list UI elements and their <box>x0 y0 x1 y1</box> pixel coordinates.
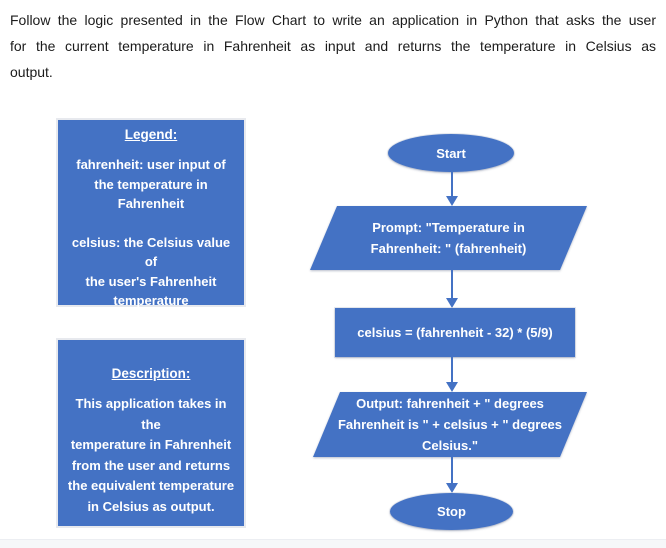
legend-title: Legend: <box>124 127 178 142</box>
flowchart-node-output: Output: fahrenheit + " degrees Fahrenhei… <box>313 392 587 457</box>
arrow-shaft <box>450 172 454 196</box>
arrow-shaft <box>450 357 454 382</box>
arrow-head-icon <box>446 298 458 308</box>
legend-box: Legend: fahrenheit: user input of the te… <box>56 118 246 308</box>
flowchart-node-prompt: Prompt: "Temperature in Fahrenheit: " (f… <box>310 206 587 270</box>
arrow-head-icon <box>446 483 458 493</box>
legend-item-celsius: celsius: the Celsius value of the user's… <box>71 234 231 309</box>
instructions-paragraph: Follow the logic presented in the Flow C… <box>10 7 656 85</box>
instruction-line: output. <box>10 64 53 80</box>
arrow-head-icon <box>446 196 458 206</box>
io-parallelogram: Prompt: "Temperature in Fahrenheit: " (f… <box>310 206 587 270</box>
output-label: Output: fahrenheit + " degrees Fahrenhei… <box>337 396 563 453</box>
stop-label: Stop <box>437 504 466 519</box>
flow-arrow-prompt-to-process <box>445 270 459 308</box>
description-title: Description: <box>111 366 191 381</box>
flowchart-node-process: celsius = (fahrenheit - 32) * (5/9) <box>335 308 575 357</box>
description-body: This application takes in the temperatur… <box>67 396 235 514</box>
io-parallelogram: Output: fahrenheit + " degrees Fahrenhei… <box>313 392 587 457</box>
arrow-head-icon <box>446 382 458 392</box>
instruction-line: for the current temperature in Fahrenhei… <box>10 38 656 54</box>
flow-arrow-process-to-output <box>445 357 459 392</box>
instruction-line: Follow the logic presented in the Flow C… <box>10 12 656 28</box>
arrow-shaft <box>450 457 454 483</box>
legend-item-fahrenheit: fahrenheit: user input of the temperatur… <box>76 157 226 211</box>
flowchart-node-stop: Stop <box>390 493 513 530</box>
flow-arrow-start-to-prompt <box>445 172 459 206</box>
prompt-label: Prompt: "Temperature in Fahrenheit: " (f… <box>370 220 527 256</box>
process-label: celsius = (fahrenheit - 32) * (5/9) <box>357 325 553 340</box>
description-box: Description: This application takes in t… <box>56 338 246 528</box>
arrow-shaft <box>450 270 454 298</box>
page-bottom-strip <box>0 539 666 548</box>
start-label: Start <box>436 145 466 161</box>
flow-arrow-output-to-stop <box>445 457 459 493</box>
flowchart-node-start: Start <box>388 134 514 172</box>
